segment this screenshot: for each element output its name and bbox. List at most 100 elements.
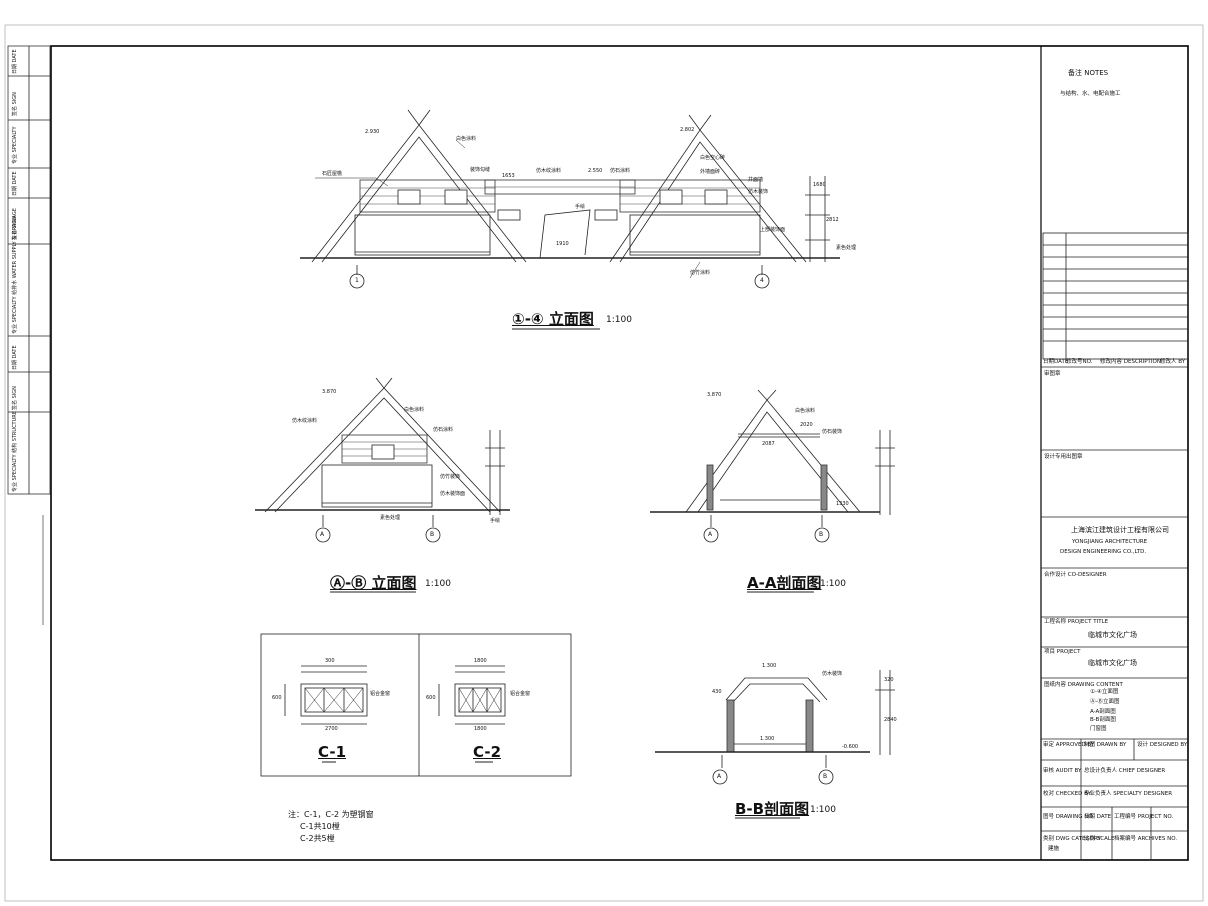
specialty-label: 专业负责人 SPECIALTY DESIGNER — [1084, 791, 1173, 797]
dimension: 3.870 — [322, 389, 337, 395]
date-label: 日期 DATE — [1084, 814, 1112, 820]
annotation: 白色涂料 — [795, 408, 816, 414]
dimension: 1910 — [556, 241, 569, 247]
consultant-label: 设计专用出图章 — [1044, 454, 1083, 460]
elev-a-b-title: Ⓐ-Ⓑ 立面图 — [330, 574, 417, 592]
c1-title: C-1 — [318, 743, 347, 761]
elevation-1-4 — [300, 109, 840, 330]
window-details — [260, 633, 572, 777]
annotation: 白色涂料 — [404, 407, 425, 413]
annotation: 仿竹装饰 — [440, 474, 461, 480]
annotation: 仿木装饰面 — [440, 491, 466, 497]
dimension: 430 — [712, 689, 722, 695]
sign-strip-text: 日期 DATE — [12, 171, 18, 196]
sign-strip-text: 专业 SPECIALTY — [12, 126, 18, 164]
notes-text: 与结构、水、电配合施工 — [1060, 91, 1121, 97]
project-no-label: 工程编号 PROJECT NO. — [1114, 814, 1174, 820]
company-en1: YONGJIANG ARCHITECTURE — [1072, 539, 1148, 545]
drawn-label: 制图 DRAWN BY — [1084, 742, 1127, 748]
archive-label: 档案编号 ARCHIVES NO. — [1114, 836, 1178, 842]
window-note: 注：C-1，C-2 为塑钢窗 — [288, 810, 374, 819]
section-b-b — [655, 670, 895, 819]
sign-strip-text: 日期 DATE — [12, 49, 18, 74]
window-note: C-2共5樘 — [300, 834, 335, 843]
sign-strip-text: 专业 SPECIALTY 给排水 WATER SUPPLY & DRAINAGE — [12, 208, 18, 334]
annotation: 仿木装饰 — [822, 671, 843, 677]
project-title: 临城市文化广场 — [1088, 631, 1137, 639]
checked-label: 校对 CHECKED BY — [1043, 791, 1091, 797]
rev-header-by: 修改人 BY — [1160, 359, 1186, 365]
drawing-no-label: 图号 DRAWING NO. — [1043, 814, 1095, 820]
dimension: 2840 — [884, 717, 897, 723]
dimension: 600 — [272, 695, 282, 701]
annotation: -0.600 — [842, 744, 859, 750]
axis-label: A — [320, 531, 325, 538]
annotation: 白色空心砖 — [700, 155, 726, 161]
drawing-content-item: A-A剖面图 — [1090, 709, 1116, 715]
sign-strip-text: 签名 SIGN — [12, 92, 18, 116]
dimension: 2812 — [826, 217, 839, 223]
dimension: 600 — [426, 695, 436, 701]
sec-a-a-scale: 1:100 — [820, 579, 846, 589]
sign-strip-text: 专业 SPECIALTY 结构 STRUCTURE — [12, 411, 18, 492]
annotation: 仿石涂料 — [433, 427, 454, 433]
axis-label: A — [717, 773, 722, 780]
section-a-a — [650, 389, 895, 593]
window-note: C-1共10樘 — [300, 822, 340, 831]
axis-label: A — [708, 531, 713, 538]
sec-b-b-title: B-B剖面图 — [735, 800, 810, 818]
annotation: 铝合金窗 — [510, 691, 531, 697]
dimension: 2700 — [325, 726, 338, 732]
category-label: 类别 DWG CATEGORY — [1043, 836, 1101, 842]
annotation: 1.300 — [762, 663, 777, 669]
annotation: 上部装饰面 — [760, 227, 786, 233]
subproject-name: 临城市文化广场 — [1088, 659, 1137, 667]
title-block — [1040, 46, 1189, 860]
drawing-content-item: Ⓐ-Ⓑ立面图 — [1090, 699, 1120, 705]
rev-header-desc: 修改内容 DESCRIPTION — [1100, 359, 1161, 365]
annotation: 1.300 — [760, 736, 775, 742]
annotation: 仿木纹涂料 — [292, 418, 318, 424]
annotation: 仿木装饰 — [748, 189, 769, 195]
co-designer-label: 合作设计 CO-DESIGNER — [1044, 572, 1107, 578]
dimension: 300 — [325, 658, 335, 664]
sign-strip — [7, 45, 51, 625]
annotation: 1330 — [836, 501, 849, 507]
elev-1-4-title: ①-④ 立面图 — [512, 310, 594, 328]
elev-1-4-scale: 1:100 — [606, 315, 632, 325]
scale-label: 比例 SCALE — [1084, 836, 1115, 842]
dimension: 1653 — [502, 173, 515, 179]
elev-a-b-scale: 1:100 — [425, 579, 451, 589]
annotation: 仿石涂料 — [610, 168, 631, 174]
annotation: 仿石装饰 — [822, 429, 843, 435]
dimension: 2.802 — [680, 127, 695, 133]
axis-label: 4 — [760, 277, 764, 284]
rev-header-date: 日期DATE — [1043, 359, 1069, 365]
audit-label: 审核 AUDIT BY — [1043, 768, 1082, 774]
axis-label: B — [430, 531, 435, 538]
dimension: 1800 — [474, 658, 487, 664]
annotation: 石匠屋檐 — [322, 171, 343, 177]
drawing-content-item: ①-④立面图 — [1090, 689, 1119, 695]
axis-label: B — [819, 531, 824, 538]
dimension: 2.550 — [588, 168, 603, 174]
company-cn: 上海滨江建筑设计工程有限公司 — [1071, 526, 1169, 534]
sign-strip-text: 日期 DATE — [12, 345, 18, 370]
drawing-content-item: B-B剖面图 — [1090, 717, 1116, 723]
category-value: 建施 — [1048, 846, 1060, 852]
drawing-content-label: 图纸内容 DRAWING CONTENT — [1044, 682, 1123, 688]
sec-b-b-scale: 1:100 — [810, 805, 836, 815]
chief-label: 总设计负责人 CHIEF DESIGNER — [1084, 768, 1166, 774]
annotation: 装饰勾缝 — [470, 167, 491, 173]
drawing-content-item: 门窗图 — [1090, 726, 1107, 732]
dimension: 3.870 — [707, 392, 722, 398]
rev-header-no: 修改号NO. — [1066, 359, 1093, 365]
company-en2: DESIGN ENGINEERING CO.,LTD. — [1060, 549, 1147, 555]
dimension: 1800 — [474, 726, 487, 732]
annotation: 2020 — [800, 422, 813, 428]
annotation: 2087 — [762, 441, 775, 447]
dimension: 320 — [884, 677, 894, 683]
annotation: 手绘 — [575, 204, 586, 210]
dimension: 1680 — [813, 182, 826, 188]
elevation-a-b — [255, 377, 510, 593]
